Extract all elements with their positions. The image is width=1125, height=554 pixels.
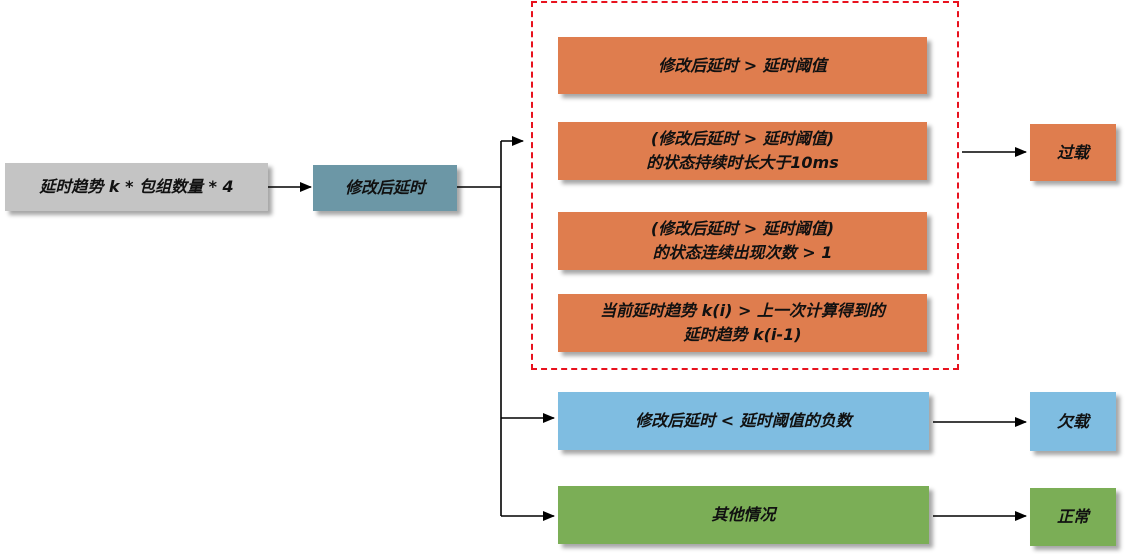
- underload-condition-label: 修改后延时 < 延时阈值的负数: [635, 411, 852, 430]
- other-condition-node: 其他情况: [558, 486, 929, 544]
- input-node: 延时趋势 k * 包组数量 * 4: [5, 163, 268, 211]
- overload-condition-3: (修改后延时 > 延时阈值) 的状态连续出现次数 > 1: [558, 212, 927, 270]
- overload-condition-4: 当前延时趋势 k(i) > 上一次计算得到的 延时趋势 k(i-1): [558, 294, 927, 352]
- condition-4-line2: 延时趋势 k(i-1): [683, 325, 802, 344]
- condition-4-line1: 当前延时趋势 k(i) > 上一次计算得到的: [600, 301, 885, 320]
- underload-condition-node: 修改后延时 < 延时阈值的负数: [558, 392, 929, 450]
- overload-conditions-group: [531, 1, 959, 370]
- overload-result-label: 过载: [1056, 142, 1089, 162]
- underload-result-node: 欠载: [1030, 392, 1116, 451]
- overload-condition-2: (修改后延时 > 延时阈值) 的状态持续时长大于10ms: [558, 122, 927, 180]
- modified-delay-node: 修改后延时: [313, 165, 457, 211]
- other-condition-label: 其他情况: [711, 505, 776, 524]
- condition-3-line2: 的状态连续出现次数 > 1: [652, 243, 833, 262]
- condition-2-line2: 的状态持续时长大于10ms: [646, 153, 839, 172]
- condition-2-line1: (修改后延时 > 延时阈值): [650, 129, 835, 148]
- normal-result-node: 正常: [1030, 488, 1116, 546]
- normal-result-label: 正常: [1056, 507, 1089, 526]
- input-node-label: 延时趋势 k * 包组数量 * 4: [39, 177, 234, 196]
- condition-1-line1: 修改后延时 > 延时阈值: [658, 55, 827, 75]
- modified-delay-label: 修改后延时: [344, 178, 425, 197]
- overload-condition-1: 修改后延时 > 延时阈值: [558, 37, 927, 94]
- condition-3-line1: (修改后延时 > 延时阈值): [650, 219, 835, 238]
- overload-result-node: 过载: [1030, 124, 1116, 181]
- underload-result-label: 欠载: [1056, 411, 1089, 431]
